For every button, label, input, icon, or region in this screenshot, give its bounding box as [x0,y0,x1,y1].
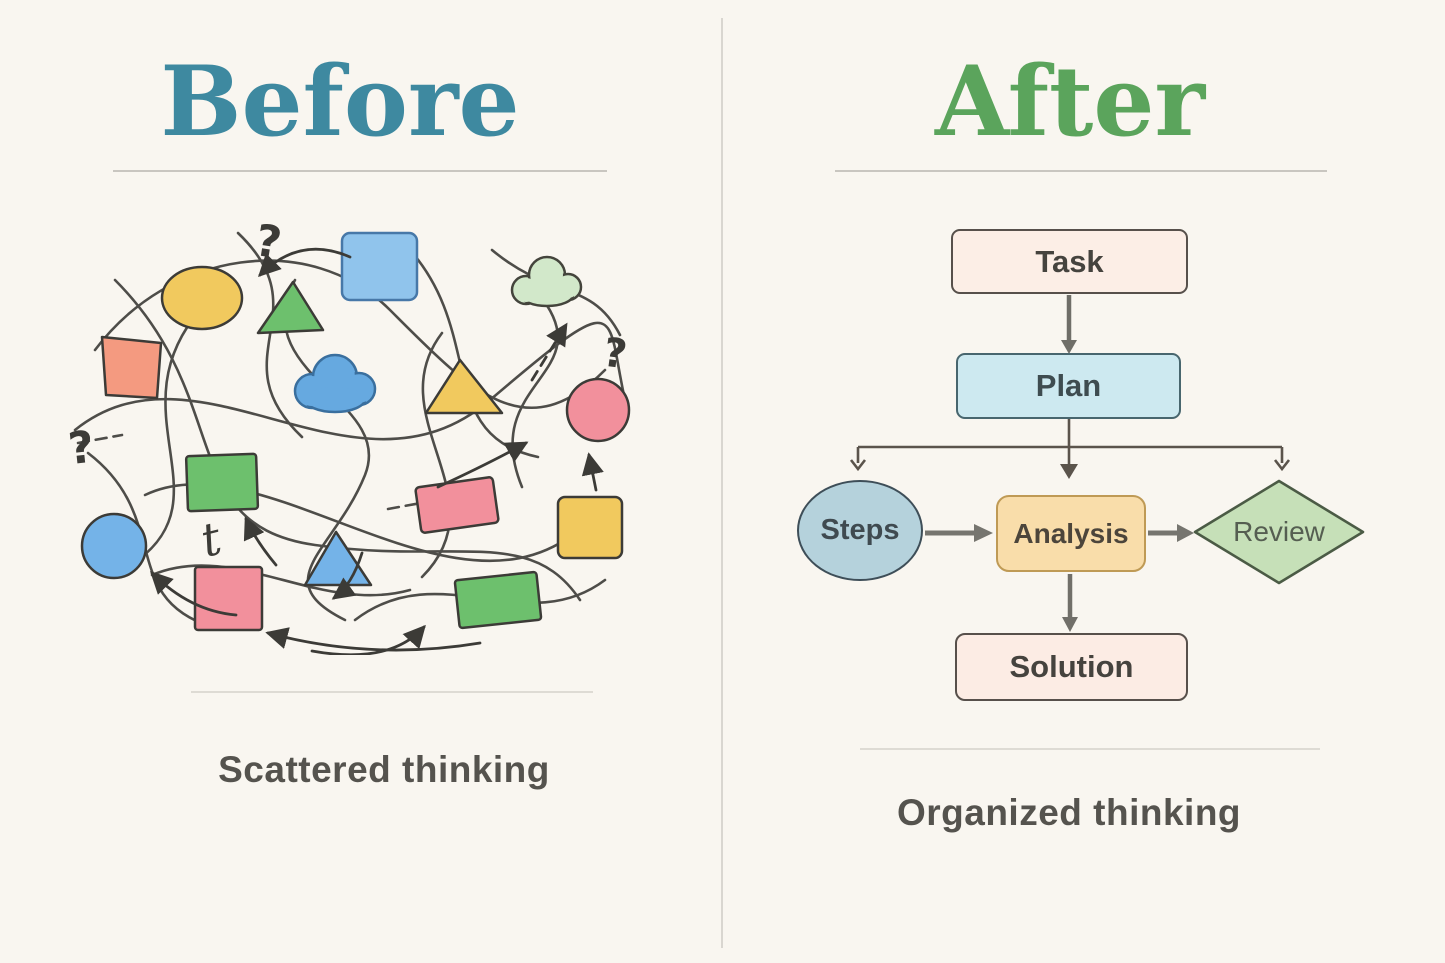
dashed-arrow-up-right [530,322,568,382]
panel-divider [721,18,723,948]
edge-analysis-review [1148,524,1194,542]
flow-node-solution: Solution [955,633,1188,701]
scattered-blue-circle [80,512,148,580]
scattered-thinking-illustration: ? ? ? t [66,215,631,655]
scattered-green-triangle [256,280,325,335]
flow-node-review-label: Review [1233,516,1325,547]
arrow-to-green-square [243,516,278,567]
scattered-blue-cloud [293,353,377,414]
open-arrowhead-steps [849,459,867,472]
scattered-yellow-triangle [424,358,504,415]
before-title-underline [113,170,607,172]
arrow-up [581,452,604,492]
scattered-green-cloud [510,255,583,308]
arrow-to-pink-circle [436,441,529,489]
arrow-to-yellow-ellipse [258,247,352,277]
flow-node-plan: Plan [956,353,1181,419]
arrow-from-blue-triangle [331,551,364,600]
flow-node-steps: Steps [797,480,923,581]
scattered-blue-rounded-square [340,231,419,302]
edge-plan-branch [849,419,1291,479]
review-diamond [1193,479,1365,585]
scattered-pink-circle [565,377,631,443]
after-caption-rule [860,748,1320,750]
before-title: Before [160,45,520,158]
scattered-pink-square [193,565,264,632]
scattered-green-square [184,452,260,513]
after-title: After [934,45,1206,158]
solid-arrowhead-analysis [1060,464,1078,479]
question-mark-2: ? [66,422,97,475]
scattered-salmon-trapezoid [100,335,163,400]
scattered-yellow-ellipse [160,265,244,331]
after-caption: Organized thinking [896,792,1242,833]
flow-node-task: Task [951,229,1188,294]
open-arrowhead-review [1273,459,1291,472]
scatter-arrows [150,247,604,655]
scattered-yellow-rounded-square [556,495,624,560]
scattered-green-rotated-rectangle [453,570,543,630]
edge-steps-analysis [925,524,993,542]
edge-task-plan [1061,295,1077,354]
flow-node-analysis: Analysis [996,495,1146,572]
before-caption-rule [191,691,593,693]
question-mark-3: ? [600,330,629,379]
t-scribble: t [196,511,227,568]
arrow-bottom-right [310,624,426,655]
scattered-pink-rotated-rectangle [414,476,500,534]
arrow-to-blue-circle [150,571,238,617]
after-title-underline [835,170,1327,172]
arrow-bottom-left [265,627,482,652]
before-caption: Scattered thinking [218,749,550,790]
flowchart-connectors [849,295,1365,632]
edge-analysis-solution [1062,574,1078,632]
